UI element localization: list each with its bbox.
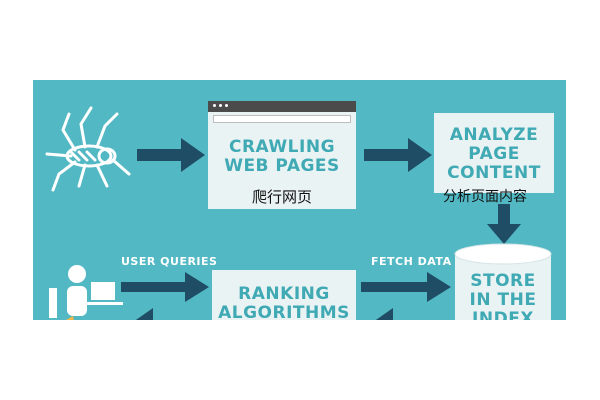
- crawling-web-pages-box: CRAWLING WEB PAGES 爬行网页: [208, 101, 356, 209]
- analyze-line3: CONTENT: [447, 163, 541, 183]
- crawling-chinese-label: 爬行网页: [252, 188, 313, 206]
- crawling-line1: CRAWLING: [228, 137, 336, 157]
- ranking-line1: RANKING: [238, 284, 330, 304]
- ranking-algorithms-box: RANKING ALGORITHMS: [212, 270, 356, 320]
- browser-title-bar: [208, 101, 356, 112]
- arrow-right-icon: [361, 272, 451, 302]
- arrow-right-icon: [364, 138, 432, 172]
- return-arrow-tip: [375, 308, 393, 320]
- index-database-cylinder: [454, 243, 552, 320]
- user-queries-label: USER QUERIES: [121, 255, 218, 268]
- arrow-right-icon: [121, 272, 209, 302]
- analyze-line1: ANALYZE: [449, 125, 539, 145]
- spider-icon: [45, 106, 131, 192]
- analyze-chinese-label: 分析页面内容: [443, 189, 527, 205]
- return-arrow-tip: [135, 308, 153, 320]
- arrow-right-icon: [137, 138, 205, 172]
- arrow-down-icon: [487, 204, 521, 244]
- store-line3: INDEX: [472, 309, 534, 320]
- diagram-panel: CRAWLING WEB PAGES 爬行网页 ANALYZE PAGE CON…: [33, 80, 566, 320]
- store-line2: IN THE: [469, 290, 537, 310]
- user-at-computer-icon: [49, 265, 123, 320]
- ranking-line2: ALGORITHMS: [218, 303, 350, 320]
- browser-address-bar: [213, 115, 351, 123]
- fetch-data-label: FETCH DATA: [371, 255, 452, 268]
- crawling-line2: WEB PAGES: [224, 156, 340, 176]
- store-line1: STORE: [470, 271, 536, 291]
- analyze-line2: PAGE: [468, 144, 520, 164]
- analyze-page-content-box: ANALYZE PAGE CONTENT: [434, 113, 554, 193]
